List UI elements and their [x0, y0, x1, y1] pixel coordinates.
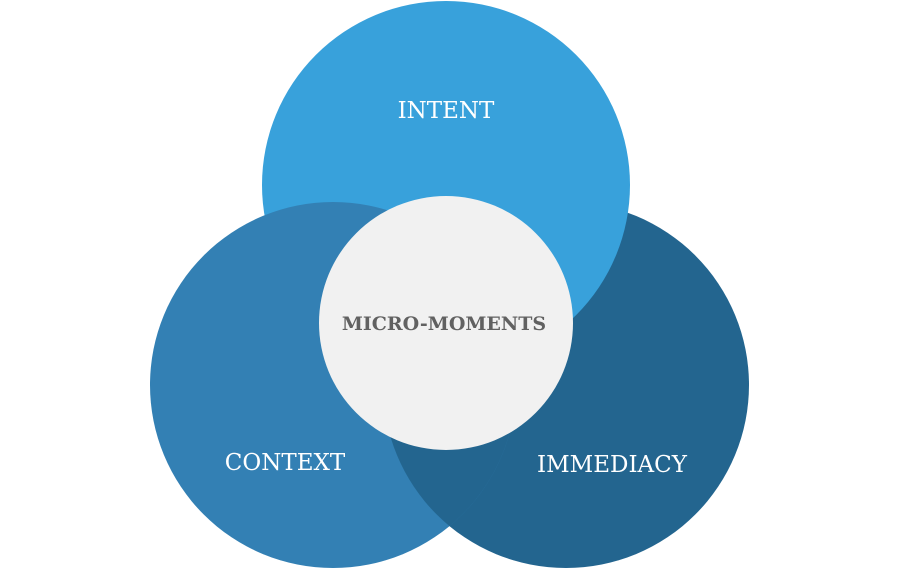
- intent-label: INTENT: [398, 98, 495, 124]
- context-label: CONTEXT: [225, 450, 346, 476]
- immediacy-label: IMMEDIACY: [537, 452, 688, 478]
- center-circle: [319, 196, 573, 450]
- center-label: MICRO-MOMENTS: [342, 313, 546, 335]
